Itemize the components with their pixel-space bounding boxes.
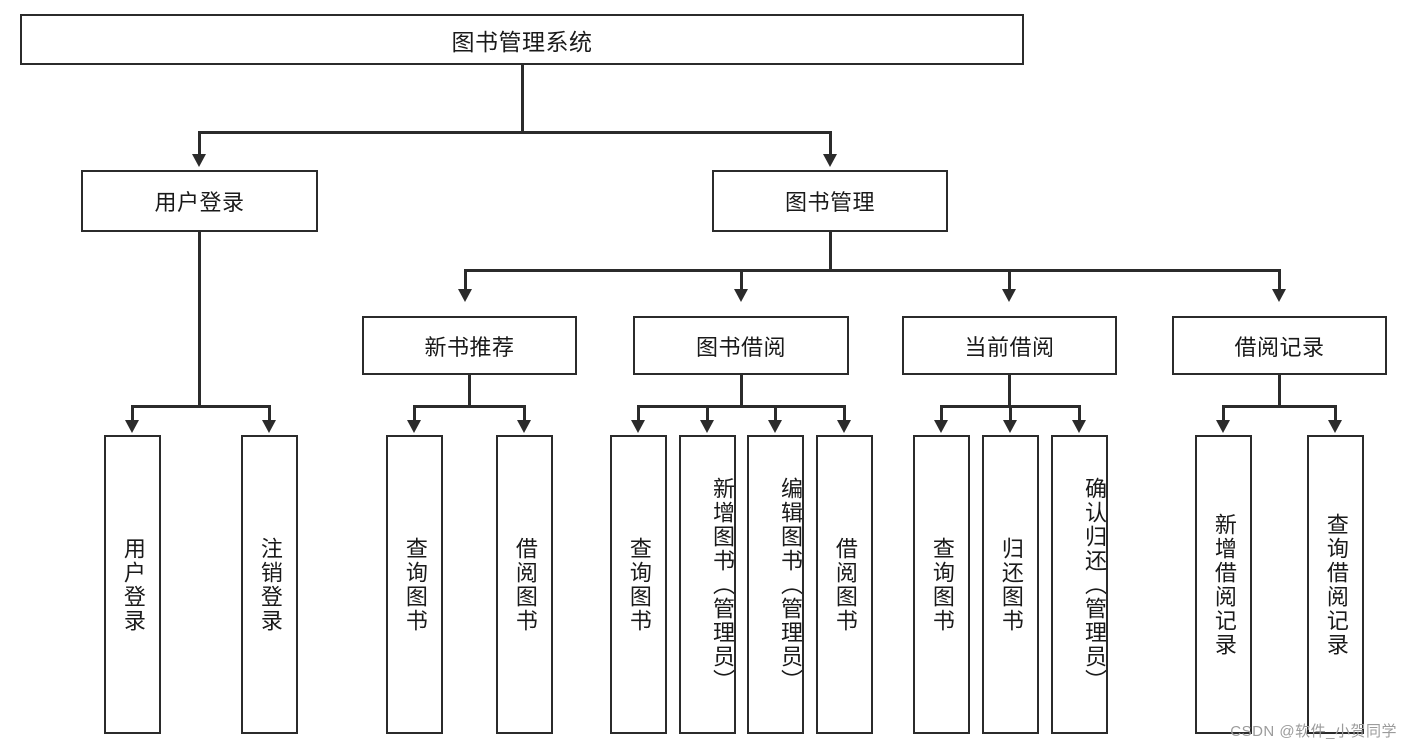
leaf-add-book-admin[interactable]: 新增图书（管理员） [679, 435, 736, 734]
arrowhead-leaf-edit-book [768, 420, 782, 433]
connector-user-login-bus [131, 405, 270, 408]
connector-book-borrow-leaf1 [637, 405, 640, 422]
connector-to-new-book [464, 269, 467, 291]
arrowhead-book-borrow [734, 289, 748, 302]
leaf-query-book-recommend[interactable]: 查询图书 [386, 435, 443, 734]
connector-to-book-borrow [740, 269, 743, 291]
arrowhead-current-borrow [1002, 289, 1016, 302]
connector-book-borrow-leaf3 [774, 405, 777, 422]
node-label: 当前借阅 [964, 334, 1055, 360]
connector-book-borrow-leaf4 [843, 405, 846, 422]
node-borrow-record[interactable]: 借阅记录 [1172, 316, 1387, 375]
connector-book-borrow-bus [637, 405, 845, 408]
connector-to-current-borrow [1008, 269, 1011, 291]
arrowhead-user-login [192, 154, 206, 167]
connector-new-book-leaf2 [523, 405, 526, 422]
arrowhead-leaf-borrow-book-bb [837, 420, 851, 433]
node-label: 查询图书 [626, 536, 652, 633]
connector-root-to-book-management [829, 131, 832, 156]
leaf-add-borrow-record[interactable]: 新增借阅记录 [1195, 435, 1252, 734]
leaf-logout[interactable]: 注销登录 [241, 435, 298, 734]
node-label: 新书推荐 [424, 334, 515, 360]
node-book-borrow[interactable]: 图书借阅 [633, 316, 849, 375]
connector-borrow-record-bus [1222, 405, 1336, 408]
leaf-query-book-borrow[interactable]: 查询图书 [610, 435, 667, 734]
node-label: 新增借阅记录 [1211, 512, 1237, 657]
node-label: 图书借阅 [695, 334, 786, 360]
node-label: 归还图书 [998, 536, 1024, 633]
arrowhead-leaf-confirm-return [1072, 420, 1086, 433]
connector-borrow-record-leaf2 [1334, 405, 1337, 422]
arrowhead-leaf-query-record [1328, 420, 1342, 433]
leaf-return-book[interactable]: 归还图书 [982, 435, 1039, 734]
node-new-book-recommend[interactable]: 新书推荐 [362, 316, 577, 375]
connector-current-borrow-leaf2 [1009, 405, 1012, 422]
node-label: 图书管理 [784, 190, 875, 215]
leaf-query-borrow-record[interactable]: 查询借阅记录 [1307, 435, 1364, 734]
connector-new-book-bus [413, 405, 525, 408]
connector-user-login-leaf1 [131, 405, 134, 422]
leaf-borrow-book-recommend[interactable]: 借阅图书 [496, 435, 553, 734]
node-label: 借阅图书 [512, 536, 538, 633]
node-label: 查询图书 [402, 536, 428, 633]
arrowhead-leaf-query-book-bb [631, 420, 645, 433]
arrowhead-book-management [823, 154, 837, 167]
connector-user-login-stem [198, 232, 201, 407]
node-label: 图书管理系统 [451, 28, 593, 55]
node-label: 借阅记录 [1234, 334, 1325, 360]
connector-new-book-stem [468, 375, 471, 407]
watermark-text: CSDN @软件_小贺同学 [1230, 723, 1397, 740]
leaf-query-book-current[interactable]: 查询图书 [913, 435, 970, 734]
node-label: 注销登录 [257, 536, 283, 633]
arrowhead-leaf-borrow-book-nb [517, 420, 531, 433]
leaf-confirm-return-admin[interactable]: 确认归还（管理员） [1051, 435, 1108, 734]
node-current-borrow[interactable]: 当前借阅 [902, 316, 1117, 375]
connector-book-borrow-leaf2 [706, 405, 709, 422]
node-label: 编辑图书（管理员） [778, 476, 803, 693]
connector-borrow-record-stem [1278, 375, 1281, 407]
arrowhead-leaf-user-login [125, 420, 139, 433]
node-user-login[interactable]: 用户登录 [81, 170, 318, 232]
node-label: 用户登录 [154, 190, 245, 215]
connector-level3-bus [464, 269, 1280, 272]
arrowhead-leaf-logout [262, 420, 276, 433]
node-label: 用户登录 [120, 536, 146, 633]
connector-to-borrow-record [1278, 269, 1281, 291]
connector-book-borrow-stem [740, 375, 743, 407]
arrowhead-new-book-recommend [458, 289, 472, 302]
node-label: 新增图书（管理员） [710, 476, 735, 693]
node-label: 查询借阅记录 [1323, 512, 1349, 657]
arrowhead-leaf-add-book [700, 420, 714, 433]
leaf-user-login[interactable]: 用户登录 [104, 435, 161, 734]
node-label: 借阅图书 [832, 536, 858, 633]
connector-borrow-record-leaf1 [1222, 405, 1225, 422]
connector-root-to-user-login [198, 131, 201, 156]
node-book-management[interactable]: 图书管理 [712, 170, 948, 232]
arrowhead-leaf-return-book [1003, 420, 1017, 433]
leaf-borrow-book[interactable]: 借阅图书 [816, 435, 873, 734]
node-label: 查询图书 [929, 536, 955, 633]
node-label: 确认归还（管理员） [1082, 476, 1107, 693]
connector-current-borrow-stem [1008, 375, 1011, 407]
arrowhead-leaf-query-book-cb [934, 420, 948, 433]
connector-new-book-leaf1 [413, 405, 416, 422]
arrowhead-leaf-query-book-nb [407, 420, 421, 433]
connector-current-borrow-leaf1 [940, 405, 943, 422]
connector-book-management-stem [829, 232, 832, 271]
arrowhead-leaf-add-record [1216, 420, 1230, 433]
node-root-book-management-system[interactable]: 图书管理系统 [20, 14, 1024, 65]
connector-user-login-leaf2 [268, 405, 271, 422]
leaf-edit-book-admin[interactable]: 编辑图书（管理员） [747, 435, 804, 734]
connector-root-stem [521, 65, 524, 132]
arrowhead-borrow-record [1272, 289, 1286, 302]
connector-root-bus [198, 131, 832, 134]
connector-current-borrow-leaf3 [1078, 405, 1081, 422]
